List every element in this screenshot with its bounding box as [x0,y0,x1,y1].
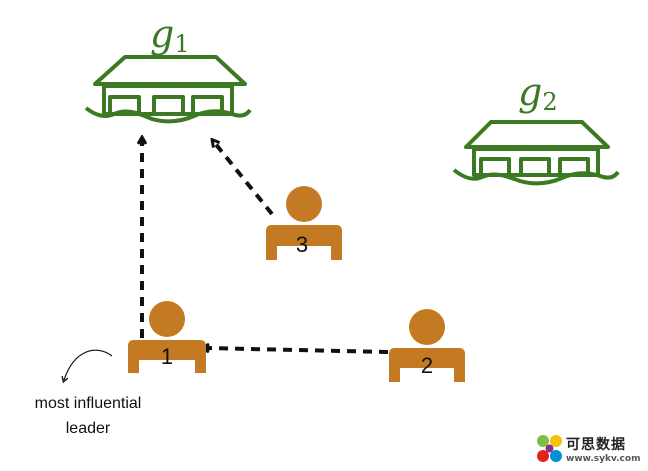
watermark: 可思数据 www.sykv.com [535,432,647,470]
watermark-logo-icon [537,435,562,462]
house-icon-g1 [84,55,252,124]
agent-label-1: 1 [161,344,173,369]
annotation-line-1: most influential [35,395,142,412]
annotation-line-2: leader [66,420,111,437]
person-icon-agent-2 [389,309,465,382]
annotation-arrow [61,349,113,384]
agent-label-2: 2 [421,353,433,378]
group-label-g1: g1 [150,12,190,58]
watermark-title: 可思数据 [566,437,626,453]
person-icon-agent-1 [128,301,206,373]
arrow-agent2-to-agent1 [205,348,389,354]
group-label-g2: g2 [518,70,558,116]
person-icon-agent-3 [266,186,342,260]
agent-label-3: 3 [296,232,308,257]
watermark-url: www.sykv.com [566,454,641,464]
house-icon-g2 [452,120,620,186]
arrow-agent3-to-g1 [214,142,274,216]
